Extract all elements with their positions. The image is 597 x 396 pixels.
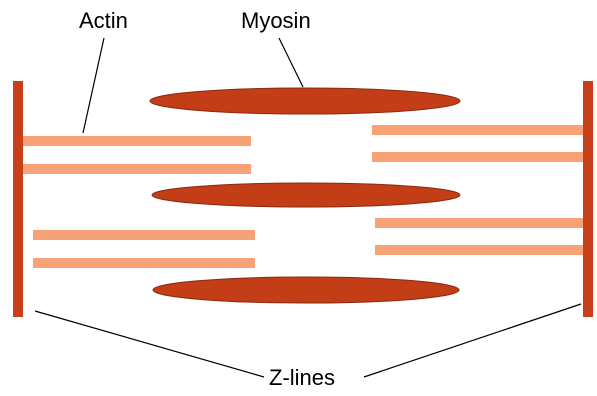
z-lines-label: Z-lines (269, 365, 335, 390)
z-lines-leader-right (364, 304, 581, 377)
actin-filament-left-4 (33, 258, 255, 268)
actin-filament-left-2 (23, 164, 251, 174)
myosin-filament-3 (153, 277, 459, 303)
myosin-leader-line (279, 38, 303, 87)
actin-leader-line (83, 38, 104, 133)
z-line-left (13, 81, 23, 317)
z-line-right (583, 81, 593, 317)
myosin-label: Myosin (241, 8, 311, 33)
z-lines-leader-left (35, 311, 264, 377)
myosin-filament-2 (152, 183, 460, 207)
actin-label: Actin (79, 8, 128, 33)
actin-filament-right-3 (375, 218, 583, 228)
actin-filament-left-1 (23, 136, 251, 146)
myosin-filament-1 (150, 88, 460, 114)
actin-filament-right-2 (372, 152, 583, 162)
actin-filament-left-3 (33, 230, 255, 240)
actin-filament-right-4 (375, 245, 583, 255)
actin-filament-right-1 (372, 125, 583, 135)
